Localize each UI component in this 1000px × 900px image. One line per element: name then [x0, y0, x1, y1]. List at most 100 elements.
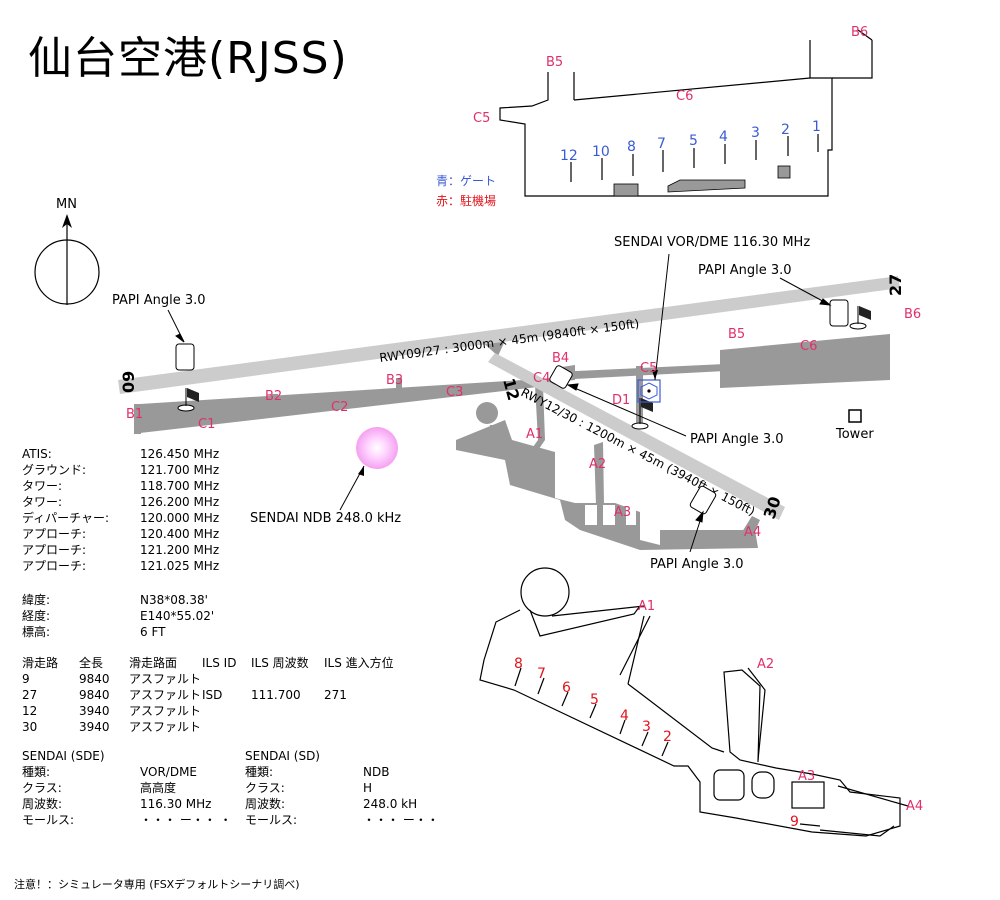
stand-2: 2: [663, 729, 672, 745]
runway-table-header: 滑走路 全長 滑走路面 ILS ID ILS 周波数 ILS 進入方位: [22, 655, 414, 671]
gate-3: 3: [751, 125, 760, 141]
gate-5: 5: [689, 133, 698, 149]
freq-value: 121.700 MHz: [140, 463, 220, 477]
cell: [202, 719, 251, 735]
stand-7: 7: [537, 666, 546, 682]
navaid-label: 種類:: [22, 765, 51, 779]
freq-label: アプローチ:: [22, 543, 87, 557]
freq-label: ディパーチャー:: [22, 511, 110, 525]
navaid-sde: SENDAI (SDE) 種類:VOR/DME クラス:高高度 周波数:116.…: [22, 748, 232, 828]
cell: [324, 703, 414, 719]
compass-label: MN: [56, 197, 77, 212]
freq-value: 126.200 MHz: [140, 495, 220, 509]
stand-5: 5: [590, 692, 599, 708]
apron-taxi-a3: A3: [798, 769, 815, 784]
freq-value: 126.450 MHz: [140, 447, 220, 461]
cell: アスファルト: [129, 672, 202, 686]
navaid-row: 周波数: 248.0 kH: [245, 796, 439, 812]
taxi-label-c6-top: C6: [676, 89, 693, 104]
apron-taxi-labels: A1 A2 A3 A4: [638, 599, 923, 814]
apron-taxi-a4: A4: [906, 799, 923, 814]
freq-value: 118.700 MHz: [140, 479, 220, 493]
taxi-b4: B4: [552, 351, 569, 366]
table-row: 30 3940 アスファルト: [22, 719, 414, 735]
stand-3: 3: [642, 719, 651, 735]
navaid-value: ・・・ ー・・: [363, 813, 439, 827]
navaid-name: SENDAI (SD): [245, 749, 320, 763]
cell: ISD: [202, 688, 223, 702]
gate-12: 12: [560, 148, 578, 164]
footer-note: 注意！：シミュレータ専用 (FSXデフォルトシーナリ調べ): [14, 878, 300, 891]
ndb-symbol: [339, 427, 398, 511]
taxi-a2: A2: [589, 457, 606, 472]
position-value: N38*08.38': [140, 593, 208, 607]
position-value: E140*55.02': [140, 609, 215, 623]
col-header: 滑走路面: [129, 656, 178, 670]
apron-pavement: [134, 330, 890, 550]
position-info: 緯度:N38*08.38' 経度:E140*55.02' 標高:6 FT: [22, 592, 214, 640]
freq-label: タワー:: [22, 479, 63, 493]
windsock-west: [177, 388, 199, 412]
stand-8: 8: [514, 656, 523, 672]
freq-row: グラウンド:121.700 MHz: [22, 462, 219, 478]
rwy-end-12: 12: [499, 376, 523, 402]
navaid-row: 周波数:116.30 MHz: [22, 796, 232, 812]
col-header: 滑走路: [22, 656, 59, 670]
papi-west: [167, 309, 195, 371]
navaid-label: モールス:: [245, 813, 298, 827]
runway-table: 滑走路 全長 滑走路面 ILS ID ILS 周波数 ILS 進入方位 9 98…: [22, 655, 414, 735]
freq-row: ディパーチャー:120.000 MHz: [22, 510, 219, 526]
tower-label: Tower: [835, 427, 874, 442]
papi-12: [549, 365, 687, 437]
navaid-label: 周波数:: [245, 797, 286, 811]
gate-1: 1: [812, 119, 821, 135]
navaid-row: クラス:高高度: [22, 780, 232, 796]
cell: 27: [22, 688, 38, 702]
taxi-label-c5-top: C5: [473, 111, 490, 126]
freq-label: アプローチ:: [22, 527, 87, 541]
taxi-a3: A3: [614, 505, 631, 520]
cell: 30: [22, 720, 38, 734]
legend-gate: 青：ゲート: [436, 174, 497, 188]
navaid-value: 248.0 kH: [363, 797, 418, 811]
freq-label: アプローチ:: [22, 559, 87, 573]
navaid-row: モールス: ・・・ ー・・: [245, 812, 439, 828]
taxi-c5: C5: [640, 361, 657, 376]
cell: [251, 671, 324, 687]
gate-8: 8: [627, 139, 636, 155]
taxi-a1: A1: [526, 427, 543, 442]
terminal-outline: [499, 29, 873, 197]
apron-detail-outline: [479, 567, 909, 837]
position-value: 6 FT: [140, 625, 166, 639]
taxi-b3: B3: [386, 373, 403, 388]
frequency-list: ATIS: 126.450 MHz グラウンド:121.700 MHz タワー: 1…: [22, 446, 219, 574]
navaid-value: VOR/DME: [140, 765, 197, 779]
freq-label: タワー:: [22, 495, 63, 509]
taxi-d1: D1: [612, 393, 630, 408]
table-row: 27 9840 アスファルト ISD 111.700 271: [22, 687, 414, 703]
cell: [251, 703, 324, 719]
runway-1230: [488, 353, 785, 520]
navaid-label: モールス:: [22, 813, 75, 827]
navaid-value: H: [363, 781, 373, 795]
freq-value: 121.025 MHz: [140, 559, 220, 573]
vor-label: SENDAI VOR/DME 116.30 MHz: [614, 235, 810, 250]
cell: [324, 719, 414, 735]
table-row: 9 9840 アスファルト: [22, 671, 414, 687]
papi-12-label: PAPI Angle 3.0: [690, 432, 784, 447]
cell: 3940: [79, 704, 110, 718]
gate-2: 2: [781, 122, 790, 138]
cell: [324, 671, 414, 687]
taxi-c1: C1: [198, 417, 215, 432]
freq-label: ATIS:: [22, 447, 52, 461]
navaid-value: 高高度: [140, 781, 177, 795]
taxi-c3: C3: [446, 385, 463, 400]
windsock-east: [849, 306, 871, 330]
navaid-row: 種類:NDB: [245, 764, 439, 780]
papi-east: [779, 277, 849, 327]
rwy-end-09: 09: [119, 371, 138, 393]
cell: 12: [22, 704, 38, 718]
cell: アスファルト: [129, 688, 202, 702]
cell: [251, 719, 324, 735]
